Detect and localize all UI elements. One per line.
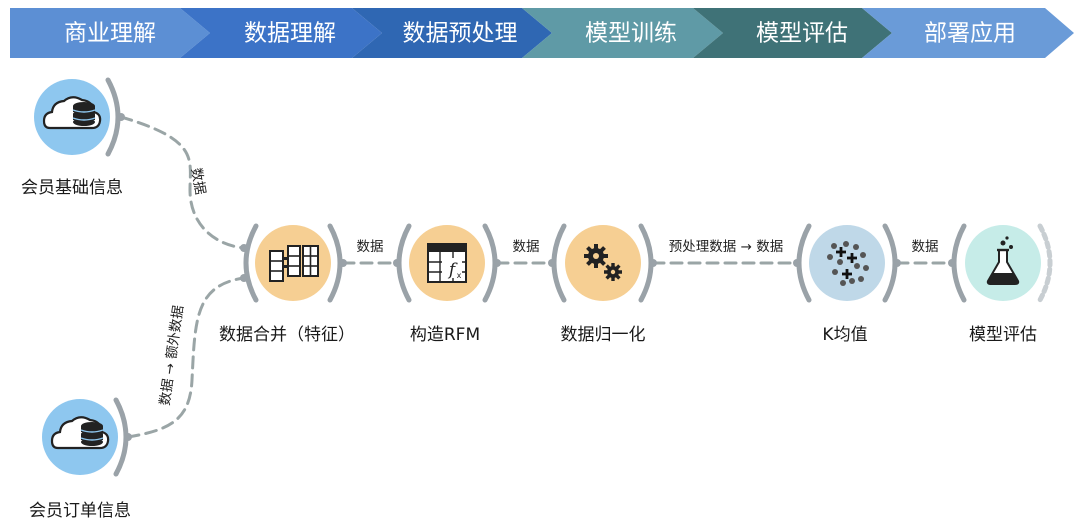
node-merge[interactable]: 数据合并（特征） <box>219 223 355 345</box>
output-port[interactable] <box>493 259 501 267</box>
node-label: 模型评估 <box>969 325 1037 345</box>
phase-label: 数据预处理 <box>403 21 518 47</box>
input-port[interactable] <box>793 259 801 267</box>
node-member-info[interactable]: 会员基础信息 <box>21 77 125 198</box>
node-evaluate[interactable]: 模型评估 <box>948 223 1053 345</box>
input-port[interactable] <box>548 259 556 267</box>
output-port[interactable] <box>124 433 132 441</box>
input-port[interactable] <box>240 244 248 252</box>
input-bracket <box>243 223 259 303</box>
formula-icon: f x <box>427 243 467 283</box>
node-label: 构造RFM <box>410 325 480 345</box>
phase-label: 部署应用 <box>924 21 1016 47</box>
node-rfm[interactable]: f x 构造RFM <box>393 223 501 345</box>
phase-chevron-6 <box>862 8 1074 58</box>
phase-business-understanding[interactable]: 商业理解 <box>10 8 210 58</box>
node-label: 数据合并（特征） <box>219 325 355 345</box>
output-port[interactable] <box>893 259 901 267</box>
node-label: K均值 <box>822 325 867 345</box>
link-label-merge-to-rfm: 数据 <box>357 239 384 255</box>
phase-data-understanding[interactable]: 数据理解 <box>180 8 382 58</box>
svg-text:x: x <box>457 271 462 280</box>
gears-icon <box>584 244 622 281</box>
input-port[interactable] <box>393 259 401 267</box>
phase-deployment[interactable]: 部署应用 <box>862 8 1074 58</box>
cloud-database-icon <box>50 416 110 450</box>
phase-bar: 商业理解 数据理解 数据预处理 模型训练 模型评估 部署应用 <box>10 8 1074 58</box>
output-port[interactable] <box>117 113 125 121</box>
merge-data-icon <box>269 245 319 282</box>
link-label-kmeans-to-evaluate: 数据 <box>912 239 939 255</box>
input-port[interactable] <box>948 259 956 267</box>
phase-label: 数据理解 <box>244 21 336 47</box>
link-orders-to-merge[interactable] <box>126 276 246 439</box>
link-label-orders-to-merge: 数据 → 额外数据 <box>157 304 187 406</box>
input-port[interactable] <box>240 274 248 282</box>
cloud-database-icon <box>42 96 102 130</box>
output-bracket-inactive <box>1037 223 1053 303</box>
output-port[interactable] <box>649 259 657 267</box>
output-port[interactable] <box>339 259 347 267</box>
phase-label: 商业理解 <box>64 21 156 47</box>
phase-data-preprocessing[interactable]: 数据预处理 <box>352 8 552 58</box>
output-bracket <box>327 223 343 303</box>
cluster-icon <box>827 241 869 286</box>
phase-label: 模型评估 <box>756 21 848 47</box>
link-label-normalize-to-kmeans: 预处理数据 → 数据 <box>669 239 783 255</box>
phase-model-training[interactable]: 模型训练 <box>522 8 723 58</box>
node-label: 数据归一化 <box>561 325 646 345</box>
node-label: 会员订单信息 <box>29 501 131 521</box>
connectors <box>119 115 954 439</box>
node-label: 会员基础信息 <box>21 178 123 198</box>
phase-model-evaluation[interactable]: 模型评估 <box>693 8 892 58</box>
phase-chevron-3 <box>352 8 552 58</box>
link-label-info-to-merge: 数据 <box>188 167 208 196</box>
phase-chevron-2 <box>180 8 382 58</box>
node-kmeans[interactable]: K均值 <box>793 223 901 345</box>
phase-chevron-5 <box>693 8 892 58</box>
node-circle <box>809 225 885 301</box>
node-normalize[interactable]: 数据归一化 <box>548 223 657 345</box>
phase-chevron-4 <box>522 8 723 58</box>
link-label-rfm-to-normalize: 数据 <box>513 239 540 255</box>
flask-icon <box>986 236 1020 285</box>
link-info-to-merge[interactable] <box>119 115 246 250</box>
phase-label: 模型训练 <box>585 21 677 47</box>
node-member-orders[interactable]: 会员订单信息 <box>29 397 132 521</box>
phase-chevron-1 <box>10 8 210 58</box>
svg-text:f: f <box>447 260 458 280</box>
